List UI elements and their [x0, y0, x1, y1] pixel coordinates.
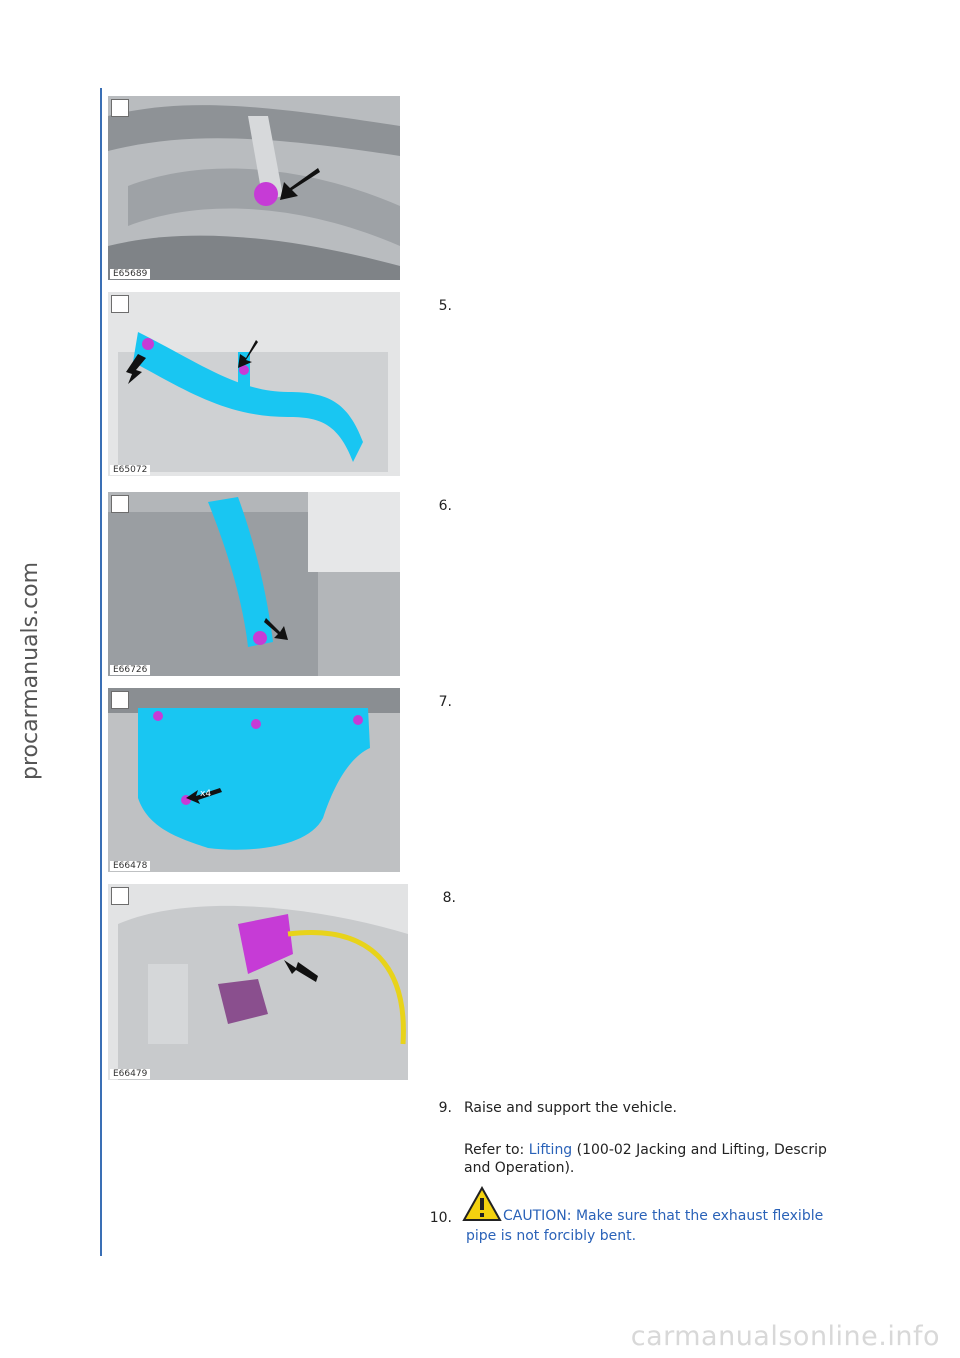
- figure-image[interactable]: E65072: [108, 292, 400, 476]
- figure-image[interactable]: E66726: [108, 492, 400, 676]
- caution-text-line-2: pipe is not forcibly bent.: [466, 1228, 637, 1244]
- figure-id: E66478: [110, 861, 151, 871]
- reference-line-2: and Operation).: [464, 1160, 575, 1176]
- engine-illustration: [108, 292, 400, 476]
- figure-id: E65689: [110, 269, 151, 279]
- figure-image: E65689: [108, 96, 400, 280]
- figure-image[interactable]: x4 E66478: [108, 688, 400, 872]
- engine-illustration: [108, 492, 400, 676]
- zoom-icon[interactable]: [111, 295, 129, 313]
- warning-icon: [462, 1186, 502, 1221]
- step-number: 5.: [438, 298, 452, 314]
- figure-image[interactable]: E66479: [108, 884, 408, 1080]
- step-number: 7.: [438, 694, 452, 710]
- figure-id: E65072: [110, 465, 151, 475]
- engine-illustration: x4: [108, 688, 400, 872]
- step-number: 8.: [442, 890, 456, 906]
- caution-text: CAUTION: Make sure that the exhaust flex…: [503, 1206, 871, 1226]
- step-text: Raise and support the vehicle.: [464, 1100, 677, 1116]
- refer-prefix: Refer to:: [464, 1142, 529, 1158]
- zoom-icon[interactable]: [111, 887, 129, 905]
- reference: Refer to: Lifting (100-02 Jacking and Li…: [464, 1140, 872, 1160]
- engine-illustration: [108, 884, 408, 1080]
- lifting-link[interactable]: Lifting: [528, 1142, 573, 1158]
- zoom-icon[interactable]: [111, 495, 129, 513]
- caution-line-1: CAUTION: Make sure that the exhaust flex…: [503, 1208, 824, 1224]
- side-watermark: procarmanuals.com: [18, 561, 43, 780]
- figure-id: E66479: [110, 1069, 151, 1079]
- step-number: 6.: [438, 498, 452, 514]
- fastener-count-callout: x4: [200, 789, 211, 799]
- zoom-icon[interactable]: [111, 691, 129, 709]
- step-number: 9.: [438, 1100, 452, 1116]
- figure-id: E66726: [110, 665, 151, 675]
- engine-illustration: [108, 96, 400, 280]
- step-number: 10.: [429, 1210, 452, 1226]
- margin-rule: [100, 88, 102, 1256]
- bottom-watermark: carmanualsonline.info: [630, 1321, 940, 1352]
- zoom-icon[interactable]: [111, 99, 129, 117]
- refer-suffix: (100-02 Jacking and Lifting, Descrip: [572, 1142, 827, 1158]
